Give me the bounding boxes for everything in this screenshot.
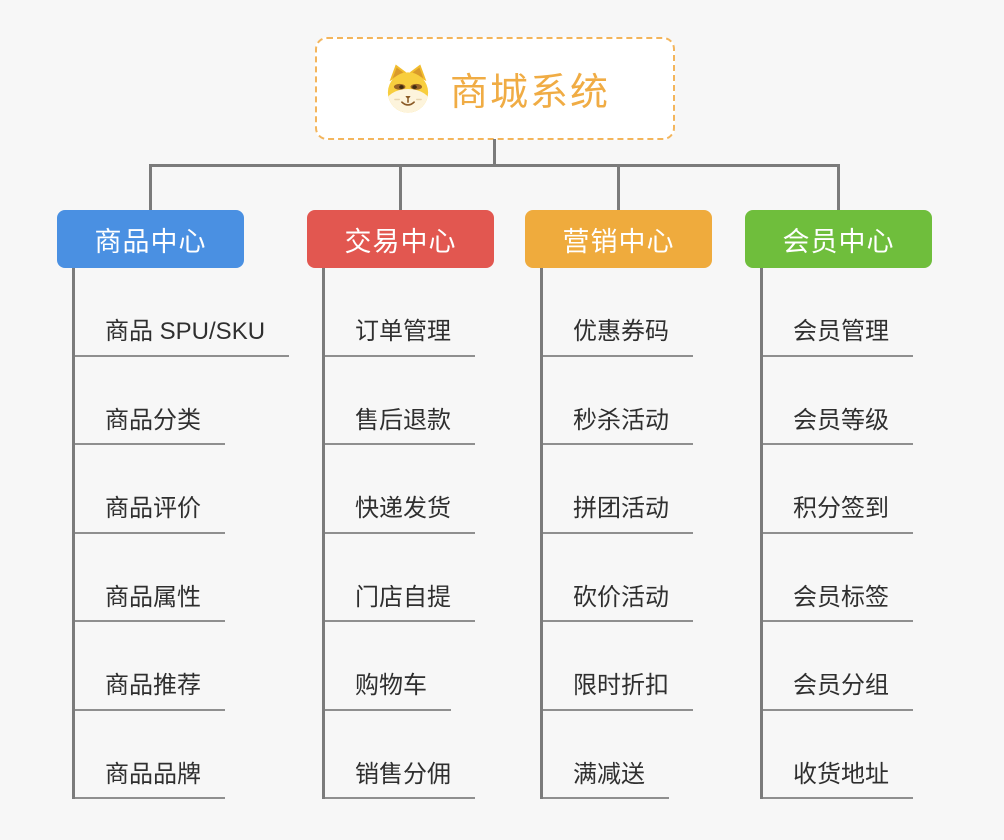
leaf-topic[interactable]: 销售分佣 (325, 711, 475, 799)
leaf-topic[interactable]: 会员标签 (763, 534, 913, 622)
leaf-label: 砍价活动 (573, 583, 669, 611)
children-member-center: 会员管理 会员等级 积分签到 会员标签 会员分组 收货地址 (760, 268, 913, 799)
root-title: 商城系统 (449, 72, 610, 114)
connector-drop-marketing (617, 164, 620, 211)
leaf-topic[interactable]: 商品 SPU/SKU (75, 268, 290, 357)
leaf-topic[interactable]: 拼团活动 (543, 445, 693, 534)
dog-face-icon (387, 64, 429, 113)
branch-node-marketing-center[interactable]: 营销中心 (525, 210, 712, 268)
connector-drop-member (837, 164, 840, 211)
connector-root-stem (493, 139, 496, 166)
leaf-topic[interactable]: 购物车 (325, 622, 451, 711)
leaf-label: 门店自提 (355, 583, 451, 611)
connector-drop-trade (399, 164, 402, 211)
leaf-label: 会员分组 (793, 672, 889, 700)
leaf-label: 商品品牌 (105, 760, 201, 788)
leaf-label: 会员管理 (793, 318, 889, 346)
leaf-topic[interactable]: 商品推荐 (75, 622, 225, 711)
leaf-label: 秒杀活动 (573, 406, 669, 434)
leaf-label: 拼团活动 (573, 495, 669, 523)
leaf-label: 商品推荐 (105, 672, 201, 700)
leaf-topic[interactable]: 门店自提 (325, 534, 475, 622)
connector-drop-product (149, 164, 152, 211)
leaf-topic[interactable]: 限时折扣 (543, 622, 693, 711)
leaf-topic[interactable]: 商品分类 (75, 357, 225, 445)
leaf-topic[interactable]: 收货地址 (763, 711, 913, 799)
leaf-topic[interactable]: 满减送 (543, 711, 669, 799)
leaf-topic[interactable]: 售后退款 (325, 357, 475, 445)
leaf-topic[interactable]: 秒杀活动 (543, 357, 693, 445)
leaf-topic[interactable]: 订单管理 (325, 268, 475, 357)
children-trade-center: 订单管理 售后退款 快递发货 门店自提 购物车 销售分佣 (322, 268, 475, 799)
leaf-topic[interactable]: 会员分组 (763, 622, 913, 711)
leaf-label: 会员等级 (793, 406, 889, 434)
branch-node-member-center[interactable]: 会员中心 (745, 210, 932, 268)
leaf-label: 快递发货 (355, 495, 451, 523)
leaf-label: 商品评价 (105, 495, 201, 523)
leaf-label: 商品属性 (105, 583, 201, 611)
children-marketing-center: 优惠券码 秒杀活动 拼团活动 砍价活动 限时折扣 满减送 (540, 268, 693, 799)
leaf-label: 收货地址 (793, 760, 889, 788)
branch-node-product-center[interactable]: 商品中心 (57, 210, 244, 268)
leaf-topic[interactable]: 会员等级 (763, 357, 913, 445)
children-product-center: 商品 SPU/SKU 商品分类 商品评价 商品属性 商品推荐 商品品牌 (72, 268, 290, 799)
leaf-label: 限时折扣 (573, 672, 669, 700)
leaf-topic[interactable]: 优惠券码 (543, 268, 693, 357)
leaf-label: 销售分佣 (355, 760, 451, 788)
branch-node-trade-center[interactable]: 交易中心 (307, 210, 494, 268)
leaf-topic[interactable]: 商品品牌 (75, 711, 225, 799)
leaf-label: 会员标签 (793, 583, 889, 611)
leaf-topic[interactable]: 快递发货 (325, 445, 475, 534)
leaf-label: 售后退款 (355, 406, 451, 434)
leaf-label: 订单管理 (355, 318, 451, 346)
leaf-label: 积分签到 (793, 495, 889, 523)
leaf-topic[interactable]: 商品属性 (75, 534, 225, 622)
leaf-topic[interactable]: 砍价活动 (543, 534, 693, 622)
connector-horizontal-bar (149, 164, 840, 167)
leaf-label: 优惠券码 (573, 318, 669, 346)
leaf-label: 商品分类 (105, 406, 201, 434)
leaf-label: 购物车 (355, 672, 427, 700)
leaf-label: 满减送 (573, 760, 645, 788)
leaf-topic[interactable]: 会员管理 (763, 268, 913, 357)
leaf-label: 商品 SPU/SKU (105, 318, 266, 346)
root-node[interactable]: 商城系统 (315, 37, 675, 140)
leaf-topic[interactable]: 商品评价 (75, 445, 225, 534)
leaf-topic[interactable]: 积分签到 (763, 445, 913, 534)
